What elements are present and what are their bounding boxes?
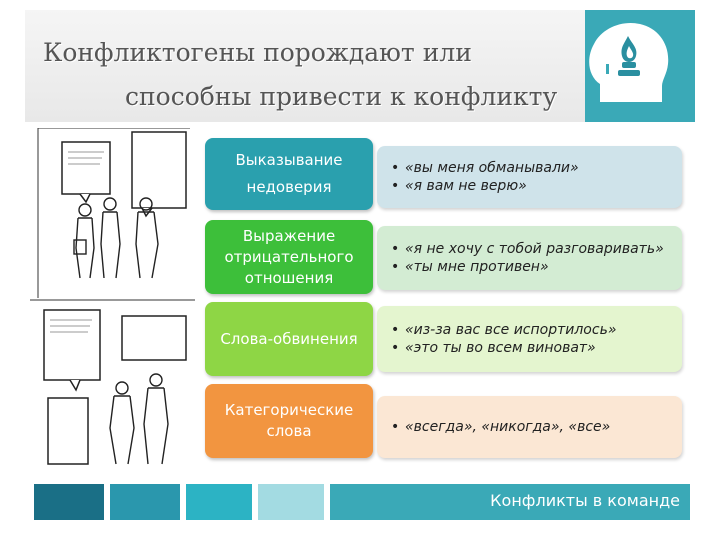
page-title-line-2: способны привести к конфликту (125, 82, 558, 111)
row-values-negative-attitude: «я не хочу с тобой разговаривать» «ты мн… (377, 226, 682, 290)
footer-bar (330, 484, 690, 520)
row-label-line: Выказывание (235, 151, 343, 169)
people-dialogue-illustration (30, 128, 195, 468)
row-label-accusations: Слова-обвинения (205, 302, 373, 376)
row-label-line: отношения (244, 268, 334, 287)
header-title-area: Конфликтогены порождают или способны при… (25, 10, 585, 122)
row-label-negative-attitude: Выражение отрицательного отношения (205, 220, 373, 294)
row-label-line: слова (266, 422, 312, 440)
row-values-distrust: «вы меня обманывали» «я вам не верю» (377, 146, 682, 208)
row-label-line: отрицательного (224, 247, 354, 266)
row-label-line: недоверия (246, 178, 332, 196)
row-bullet: «вы меня обманывали» (391, 159, 682, 177)
row-bullet: «ты мне противен» (391, 258, 682, 276)
row-bullet: «я вам не верю» (391, 177, 682, 195)
row-bullet: «всегда», «никогда», «все» (391, 418, 682, 436)
header-band: Конфликтогены порождают или способны при… (25, 10, 695, 122)
row-label-distrust: Выказывание недоверия (205, 138, 373, 210)
row-values-categorical-words: «всегда», «никогда», «все» (377, 396, 682, 458)
footer-title: Конфликты в команде (490, 491, 680, 510)
footer-square-1 (34, 484, 104, 520)
row-label-line: Категорические (224, 401, 354, 419)
row-label-categorical-words: Категорические слова (205, 384, 373, 458)
page-title-line-1: Конфликтогены порождают или (43, 38, 472, 67)
row-values-accusations: «из-за вас все испортилось» «это ты во в… (377, 306, 682, 372)
footer-square-3 (186, 484, 252, 520)
row-label-line: Выражение (242, 226, 336, 245)
row-bullet: «я не хочу с тобой разговаривать» (391, 240, 682, 258)
footer-square-4 (258, 484, 324, 520)
row-label-line: Слова-обвинения (220, 329, 358, 348)
head-with-flame-icon (589, 22, 669, 102)
row-bullet: «это ты во всем виноват» (391, 339, 682, 357)
footer-square-2 (110, 484, 180, 520)
row-bullet: «из-за вас все испортилось» (391, 321, 682, 339)
